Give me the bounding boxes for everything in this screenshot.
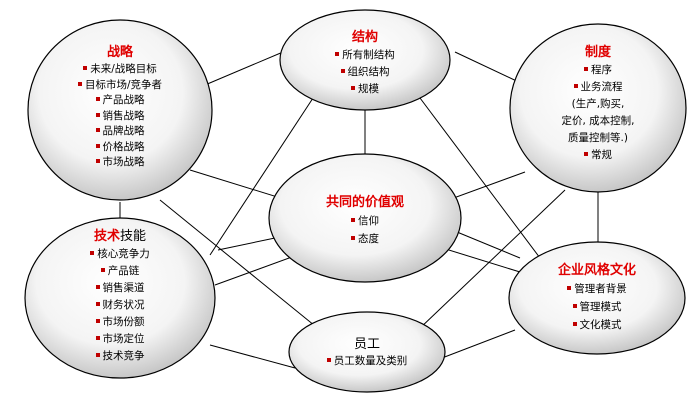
list-item: 品牌战略 <box>60 124 180 140</box>
list-item: 态度 <box>300 230 430 248</box>
ellipse-culture <box>508 241 686 355</box>
node-strategy-title: 战略 <box>106 45 133 60</box>
node-structure-items: 所有制结构 组织结构 规模 <box>310 47 420 98</box>
ellipse-values <box>268 153 462 283</box>
list-item: 信仰 <box>300 212 430 230</box>
link-strategy-structure <box>204 51 284 86</box>
list-item: 质量控制等.) <box>568 132 628 144</box>
link-values-culture <box>456 231 521 259</box>
list-item: 组织结构 <box>310 64 420 81</box>
link-structure-culture <box>419 97 541 259</box>
list-item: 未来/战略目标 <box>60 62 180 78</box>
list-item: 销售渠道 <box>65 280 175 297</box>
list-item: 技术竞争 <box>65 348 175 365</box>
list-item: 目标市场/竞争者 <box>60 78 180 94</box>
link-skills-staff <box>209 344 296 369</box>
node-strategy: 战略 未来/战略目标 目标市场/竞争者 产品战略 销售战略 品牌战略 价格战略 … <box>60 44 180 171</box>
link-strategy-staff <box>159 199 321 331</box>
list-item: 规模 <box>310 81 420 98</box>
link-structure-skills <box>209 94 316 256</box>
list-item: 常规 <box>538 147 658 164</box>
list-item: 市场定位 <box>65 331 175 348</box>
node-skills: 技术技能 核心竞争力 产品链 销售渠道 财务状况 市场份额 市场定位 技术竞争 <box>65 228 175 365</box>
node-system-title: 制度 <box>584 45 611 60</box>
list-item: 市场战略 <box>60 155 180 171</box>
node-values: 共同的价值观 信仰 态度 <box>300 194 430 248</box>
node-staff: 员工 员工数量及类别 <box>312 336 422 370</box>
node-values-items: 信仰 态度 <box>300 212 430 248</box>
list-item: (生产,购买, <box>571 98 625 110</box>
link-system-staff <box>417 189 566 331</box>
list-item: 市场份额 <box>65 314 175 331</box>
node-skills-title: 技术技能 <box>93 229 147 244</box>
ellipse-staff <box>288 311 446 393</box>
ellipse-strategy <box>27 19 213 201</box>
node-staff-title: 员工 <box>353 337 380 352</box>
list-item: 管理模式 <box>537 298 657 316</box>
list-item: 员工数量及类别 <box>312 354 422 370</box>
ellipse-system <box>509 23 687 193</box>
list-item: 产品链 <box>65 263 175 280</box>
node-structure: 结构 所有制结构 组织结构 规模 <box>310 29 420 98</box>
ellipse-structure <box>279 9 451 111</box>
link-values-skills <box>217 237 276 251</box>
node-skills-items: 核心竞争力 产品链 销售渠道 财务状况 市场份额 市场定位 技术竞争 <box>65 246 175 365</box>
list-item: 管理者背景 <box>537 280 657 298</box>
node-culture: 企业风格文化 管理者背景 管理模式 文化模式 <box>537 262 657 334</box>
link-culture-staff <box>441 329 516 359</box>
list-item: 所有制结构 <box>310 47 420 64</box>
ellipse-skills <box>24 217 216 379</box>
list-item: 业务流程 <box>538 79 658 96</box>
list-item: 财务状况 <box>65 297 175 314</box>
node-values-title: 共同的价值观 <box>325 195 404 210</box>
list-item: 价格战略 <box>60 140 180 156</box>
list-item: 销售战略 <box>60 109 180 125</box>
list-item: 文化模式 <box>537 316 657 334</box>
link-structure-system <box>454 51 526 86</box>
node-strategy-items: 未来/战略目标 目标市场/竞争者 产品战略 销售战略 品牌战略 价格战略 市场战… <box>60 62 180 171</box>
node-system-items: 程序 业务流程 (生产,购买, 定价, 成本控制, 质量控制等.) 常规 <box>538 62 658 164</box>
node-staff-items: 员工数量及类别 <box>312 354 422 370</box>
node-structure-title: 结构 <box>351 30 378 45</box>
list-item: 定价, 成本控制, <box>561 115 635 127</box>
node-system: 制度 程序 业务流程 (生产,购买, 定价, 成本控制, 质量控制等.) 常规 <box>538 44 658 164</box>
node-culture-items: 管理者背景 管理模式 文化模式 <box>537 280 657 334</box>
list-item: 程序 <box>538 62 658 79</box>
list-item: 核心竞争力 <box>65 246 175 263</box>
node-culture-title: 企业风格文化 <box>557 263 636 278</box>
list-item: 产品战略 <box>60 93 180 109</box>
